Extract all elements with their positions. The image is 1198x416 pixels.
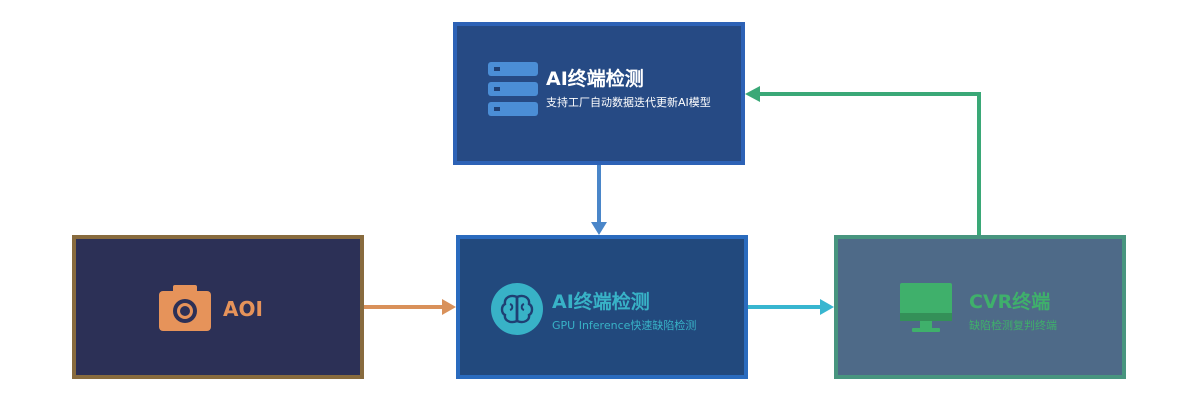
monitor-icon: [900, 283, 952, 333]
arrow-aoi-to-mid: [364, 299, 456, 315]
brain-icon: [490, 282, 544, 336]
top-node-title: AI终端检测: [546, 68, 644, 90]
mid-node-title: AI终端检测: [552, 291, 650, 313]
arrow-mid-to-cvr: [748, 299, 834, 315]
cvr-node: CVR终端 缺陷检测复判终端: [834, 235, 1126, 379]
camera-icon: [159, 285, 211, 331]
cvr-node-title: CVR终端: [969, 291, 1051, 313]
ai-inference-node: AI终端检测 GPU Inference快速缺陷检测: [456, 235, 748, 379]
cvr-node-subtitle: 缺陷检测复判终端: [969, 319, 1057, 332]
mid-node-subtitle: GPU Inference快速缺陷检测: [552, 319, 697, 332]
arrow-cvr-to-top: [745, 86, 981, 235]
top-node-subtitle: 支持工厂自动数据迭代更新AI模型: [546, 96, 711, 109]
aoi-node-title: AOI: [223, 297, 263, 321]
server-icon: [488, 62, 538, 116]
ai-model-update-node: AI终端检测 支持工厂自动数据迭代更新AI模型: [453, 22, 745, 165]
aoi-node: AOI: [72, 235, 364, 379]
arrow-top-to-mid: [591, 165, 607, 235]
